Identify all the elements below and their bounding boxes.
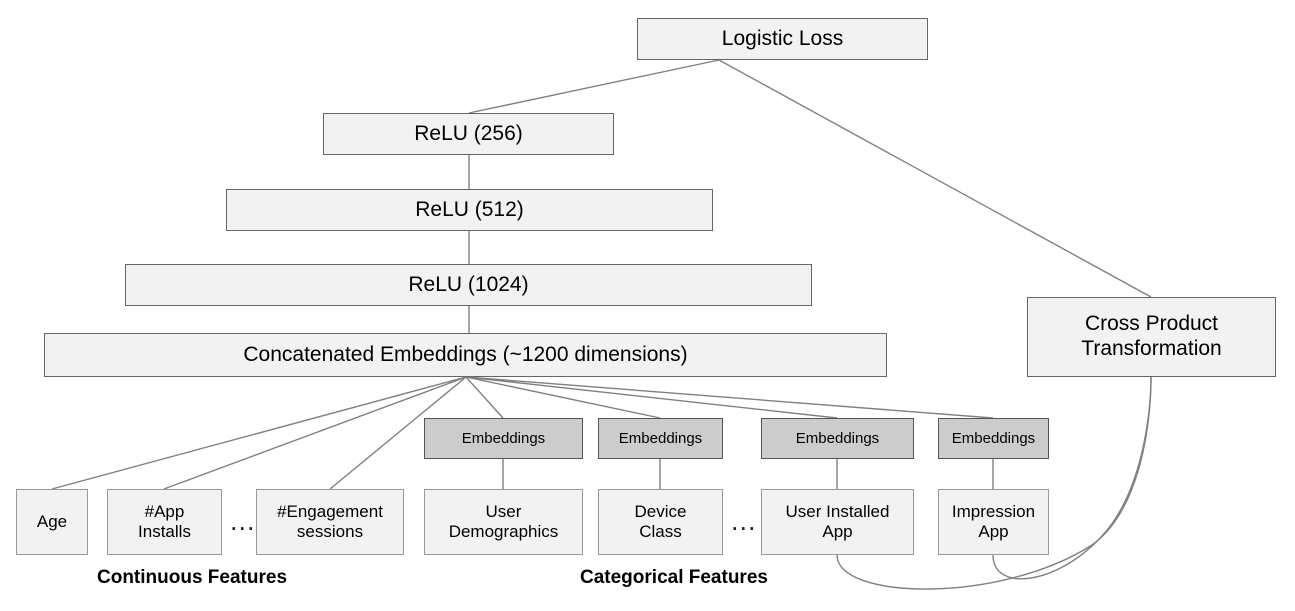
node-label: User Demographics [448, 501, 559, 541]
node-label: Impression App [951, 501, 1036, 541]
node-label: Cross Product Transformation [1081, 312, 1222, 360]
node-label: ReLU (512) [415, 197, 524, 221]
ellipsis-categorical: ... [731, 506, 757, 536]
node-label: Embeddings [461, 429, 546, 447]
node-embeddings-impression-app[interactable]: Embeddings [938, 418, 1049, 459]
node-label: Age [36, 511, 68, 531]
node-embeddings-device-class[interactable]: Embeddings [598, 418, 723, 459]
node-concatenated-embeddings[interactable]: Concatenated Embeddings (~1200 dimension… [44, 333, 887, 377]
node-relu-256[interactable]: ReLU (256) [323, 113, 614, 155]
node-label: Embeddings [618, 429, 703, 447]
node-label: Concatenated Embeddings (~1200 dimension… [243, 342, 688, 366]
node-cross-product-transformation[interactable]: Cross Product Transformation [1027, 297, 1276, 377]
node-label: Embeddings [795, 429, 880, 447]
node-relu-512[interactable]: ReLU (512) [226, 189, 713, 231]
node-label: Embeddings [951, 429, 1036, 447]
node-feature-device-class[interactable]: Device Class [598, 489, 723, 555]
node-embeddings-user-demographics[interactable]: Embeddings [424, 418, 583, 459]
node-label: ReLU (1024) [408, 272, 529, 296]
node-embeddings-user-installed-app[interactable]: Embeddings [761, 418, 914, 459]
node-feature-user-installed-app[interactable]: User Installed App [761, 489, 914, 555]
node-feature-app-installs[interactable]: #App Installs [107, 489, 222, 555]
group-label-continuous-features: Continuous Features [97, 567, 288, 588]
node-logistic-loss[interactable]: Logistic Loss [637, 18, 928, 60]
node-label: Logistic Loss [721, 26, 844, 50]
node-feature-user-demographics[interactable]: User Demographics [424, 489, 583, 555]
group-label-categorical-features: Categorical Features [580, 567, 768, 588]
node-feature-age[interactable]: Age [16, 489, 88, 555]
node-feature-impression-app[interactable]: Impression App [938, 489, 1049, 555]
ellipsis-continuous: ... [230, 506, 256, 536]
node-feature-engagement-sessions[interactable]: #Engagement sessions [256, 489, 404, 555]
node-label: ReLU (256) [414, 121, 523, 145]
node-label: User Installed App [785, 501, 890, 541]
node-label: #Engagement sessions [277, 501, 383, 541]
node-label: #App Installs [138, 501, 191, 541]
node-label: Device Class [634, 501, 687, 541]
node-relu-1024[interactable]: ReLU (1024) [125, 264, 812, 306]
